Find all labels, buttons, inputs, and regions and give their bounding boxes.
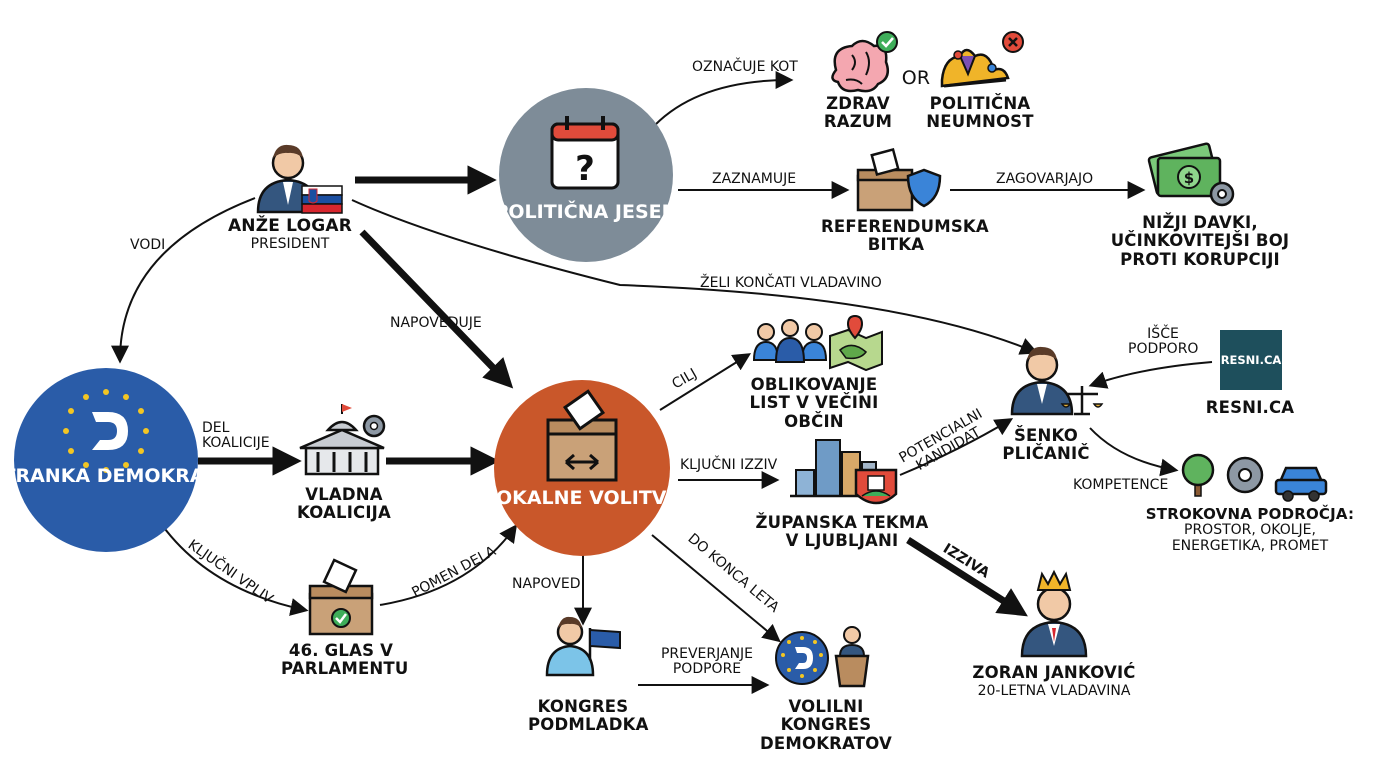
edge-label-napoved: NAPOVED	[512, 576, 581, 592]
resnica-title: RESNI.CA	[1205, 398, 1295, 417]
edge-label-preverjanje: PREVERJANJE PODPORE	[660, 646, 754, 678]
edge-label-kljucni-izziv: KLJUČNI IZZIV	[680, 457, 778, 473]
slovenia-flag-icon	[301, 185, 343, 214]
d-logo-podium-icon	[775, 626, 870, 688]
zupanska-title: ŽUPANSKA TEKMA V LJUBLJANI	[755, 513, 929, 551]
stranka-title: STRANKA DEMOKRATI	[0, 465, 224, 487]
edge-izziva	[906, 537, 1028, 617]
svg-text:$: $	[1184, 169, 1194, 187]
edge-label-del: DEL KOALICIJE	[202, 420, 270, 452]
person-flag-icon	[545, 616, 621, 677]
car-icon	[1274, 466, 1328, 502]
edge-kompetence	[1089, 427, 1179, 477]
brain-icon	[831, 31, 898, 93]
edge-pomen	[379, 524, 518, 606]
liste-title: OBLIKOVANJE LIST V VEČINI OBČIN	[749, 375, 879, 431]
jesen-title: POLITIČNA JESEN	[494, 201, 678, 223]
edge-zeli	[351, 199, 1039, 355]
edge-label-vodi: VODI	[130, 237, 166, 253]
edge-cilj	[659, 353, 752, 411]
person-plicanic-icon	[1010, 346, 1074, 416]
edge-label-zagovarjajo: ZAGOVARJAJO	[996, 171, 1094, 187]
tree-icon	[1181, 453, 1215, 497]
parliament-building-icon	[299, 404, 386, 476]
davki-title: NIŽJI DAVKI, UČINKOVITEJŠI BOJ PROTI KOR…	[1110, 213, 1290, 269]
edge-kljucni-vpliv	[161, 524, 309, 616]
lokalne-title: LOKALNE VOLITVE	[484, 487, 680, 509]
edge-do-konca	[651, 534, 781, 643]
edge-potencialni	[899, 418, 1014, 476]
resnica-logo: RESNI.CA	[1220, 330, 1282, 390]
zdrav-title: ZDRAV RAZUM	[823, 94, 893, 132]
edge-label-oznacuje: OZNAČUJE KOT	[692, 59, 798, 75]
edge-label-isce: IŠČE PODPORO	[1128, 326, 1199, 358]
podrocja-detail: PROSTOR, OKOLJE, ENERGETIKA, PROMET	[1171, 522, 1329, 554]
edge-label-napoveduje: NAPOVEDUJE	[390, 315, 482, 331]
people-group-icon	[752, 319, 828, 363]
city-buildings-icon	[790, 439, 898, 505]
podmladek-title: KONGRES PODMLADKA	[528, 697, 649, 735]
logar-role: PRESIDENT	[250, 236, 330, 252]
edge-label-zaznamuje: ZAZNAMUJE	[712, 171, 797, 187]
volilni-title: VOLILNI KONGRES DEMOKRATOV	[759, 697, 892, 753]
koalicija-title: VLADNA KOALICIJA	[296, 485, 391, 523]
or-label: OR	[901, 67, 931, 89]
eu-stars-d-logo-icon	[63, 389, 149, 473]
edge-isce	[1088, 361, 1213, 389]
jankovic-title: ZORAN JANKOVIĆ	[972, 663, 1136, 682]
money-gear-icon: $	[1147, 142, 1235, 207]
jankovic-detail: 20-LETNA VLADAVINA	[977, 683, 1131, 699]
referendum-title: REFERENDUMSKA BITKA	[821, 217, 989, 255]
calendar-question-icon: ?	[550, 116, 620, 190]
map-pin-icon	[829, 314, 883, 372]
stranka-circle	[14, 368, 198, 552]
jester-hat-icon	[940, 31, 1024, 88]
plicanic-title: ŠENKO PLIČANIČ	[1002, 426, 1090, 464]
gear-wrench-icon	[1226, 456, 1264, 494]
ballot-box-icon	[546, 389, 618, 482]
edge-label-zeli: ŽELI KONČATI VLADAVINO	[700, 275, 882, 291]
scales-of-justice-icon	[1060, 386, 1104, 416]
svg-text:?: ?	[575, 149, 595, 189]
edge-label-kompetence: KOMPETENCE	[1073, 477, 1169, 493]
edge-oznacuje	[654, 71, 794, 126]
podrocja-title: STROKOVNA PODROČJA:	[1145, 505, 1355, 523]
neumnost-title: POLITIČNA NEUMNOST	[926, 94, 1034, 132]
glas-title: 46. GLAS V PARLAMENTU	[281, 641, 409, 679]
ballot-check-icon	[308, 558, 374, 636]
person-crown-icon	[1020, 569, 1088, 658]
logar-name: ANŽE LOGAR	[227, 216, 353, 236]
edge-vodi	[111, 197, 256, 364]
edge-napoveduje	[359, 229, 514, 389]
ballot-shield-icon	[856, 147, 942, 212]
